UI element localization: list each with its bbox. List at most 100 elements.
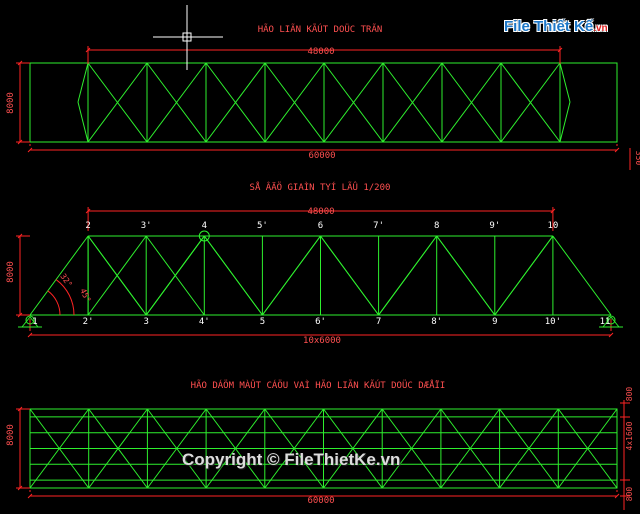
- dimension-tick: [17, 139, 23, 145]
- drawing-1-dim-left: 8000: [6, 92, 16, 114]
- drawing-2-dim-bottom: 10x6000: [303, 336, 341, 346]
- bracing-diagonal: [441, 62, 502, 143]
- angle-arc-2: [55, 279, 75, 316]
- left-support-pin: [25, 315, 35, 325]
- right-support-pin: [606, 315, 616, 325]
- truss-elevation-diagram: [16, 207, 623, 338]
- end-chevron: [77, 62, 89, 103]
- drawing-3-dim-right-bottom: 800: [625, 487, 634, 502]
- angle-arc-1: [47, 290, 61, 316]
- cursor-box: [182, 32, 192, 42]
- drawing-3-dim-bottom: 60000: [307, 496, 334, 506]
- dimension-tick: [557, 47, 563, 53]
- drawing-3-dim-right-top: 800: [625, 387, 634, 402]
- deck-beam-plan: [16, 400, 630, 510]
- bottom-node-label: 10': [545, 317, 561, 327]
- logo-main-text: File Thiết Kế: [504, 18, 594, 35]
- bracing-diagonal: [29, 408, 90, 489]
- filethietke-logo[interactable]: File Thiết Kế.vn: [504, 18, 608, 35]
- drawing-1-dim-top: 48000: [307, 47, 334, 57]
- drawing-2-title: SÅ ÂÄÖ GIAÌN TYÍ LÃÛ 1/200: [250, 181, 391, 193]
- top-node-label: 6: [318, 221, 323, 231]
- left-support: [21, 316, 31, 328]
- left-support: [29, 316, 39, 328]
- dimension-tick: [614, 147, 620, 153]
- bottom-node-label: 1: [32, 317, 37, 327]
- dimension-tick: [85, 47, 91, 53]
- diagonal: [320, 235, 380, 316]
- drawing-1-dim-bottom: 60000: [308, 151, 335, 161]
- dimension-tick: [17, 312, 23, 318]
- upper-bracing-plan: [16, 46, 631, 170]
- bracing-diagonal: [323, 408, 383, 489]
- bracing-diagonal: [146, 408, 207, 489]
- dimension-tick: [27, 147, 33, 153]
- bottom-node-label: 5: [260, 317, 265, 327]
- drawing-1-dim-right: 350: [634, 151, 640, 166]
- bracing-diagonal: [264, 408, 324, 489]
- logo-suffix: .vn: [593, 23, 608, 34]
- dimension-tick: [17, 60, 23, 66]
- top-node-label: 10: [547, 221, 558, 231]
- end-post: [29, 235, 89, 316]
- diagonal: [261, 235, 321, 316]
- right-support: [602, 316, 612, 328]
- dimension-tick: [550, 208, 556, 214]
- top-node-label: 7': [373, 221, 384, 231]
- bracing-diagonal: [499, 408, 559, 489]
- crosshair-cursor-icon: [153, 5, 223, 70]
- bracing-diagonal: [323, 62, 384, 143]
- drawing-1-title: HÃO LIÃN KÃÚT DOÜC TRÃN: [258, 23, 383, 35]
- top-node-label: 9': [489, 221, 500, 231]
- bracing-diagonal: [146, 62, 207, 143]
- bottom-node-label: 2': [83, 317, 94, 327]
- dimension-tick: [17, 485, 23, 491]
- bottom-node-label: 11: [600, 317, 611, 327]
- top-node-label: 2: [85, 221, 90, 231]
- dimension-tick: [614, 493, 620, 499]
- diagonal: [87, 235, 147, 316]
- bottom-node-label: 6': [315, 317, 326, 327]
- bracing-diagonal: [557, 408, 618, 489]
- top-node-label: 5': [257, 221, 268, 231]
- bottom-node-label: 3: [143, 317, 148, 327]
- drawing-3-dim-left: 8000: [6, 424, 16, 446]
- bracing-diagonal: [205, 62, 266, 143]
- bottom-node-label: 8': [431, 317, 442, 327]
- top-node-label: 4: [202, 221, 207, 231]
- end-chevron: [77, 101, 89, 143]
- dimension-tick: [17, 233, 23, 239]
- end-chevron: [559, 101, 571, 143]
- drawing-2-dim-left: 8000: [6, 261, 16, 283]
- right-support: [610, 316, 620, 328]
- bracing-diagonal: [205, 408, 266, 489]
- angle-label-1: 32°: [58, 272, 74, 289]
- bracing-diagonal: [500, 62, 561, 143]
- dimension-tick: [27, 493, 33, 499]
- copyright-watermark: Copyright © FileThietKe.vn: [182, 450, 401, 469]
- diagonal: [494, 235, 554, 316]
- angle-label-2: 45°: [78, 287, 92, 304]
- diagonal: [436, 235, 496, 316]
- bracing-diagonal: [88, 408, 148, 489]
- bracing-diagonal: [381, 408, 442, 489]
- bracing-diagonal: [440, 408, 501, 489]
- bracing-diagonal: [87, 62, 148, 143]
- diagonal: [378, 235, 438, 316]
- bracing-diagonal: [264, 62, 325, 143]
- end-chevron: [559, 62, 571, 103]
- drawing-3-title: HÃO DÁÖM MÀÛT CÁÖU VAÌ HÃO LIÃN KÃÚT DOÜ…: [191, 379, 446, 391]
- bottom-node-label: 4': [199, 317, 210, 327]
- dimension-tick: [85, 208, 91, 214]
- drawing-3-dim-right-mid: 4x1600: [625, 421, 634, 450]
- drawing-2-dim-top: 48000: [307, 207, 334, 217]
- top-node-label: 8: [434, 221, 439, 231]
- dimension-tick: [27, 332, 33, 338]
- bracing-diagonal: [382, 62, 443, 143]
- bottom-node-label: 9: [492, 317, 497, 327]
- node-4-marker: [198, 230, 210, 242]
- end-post: [552, 235, 612, 316]
